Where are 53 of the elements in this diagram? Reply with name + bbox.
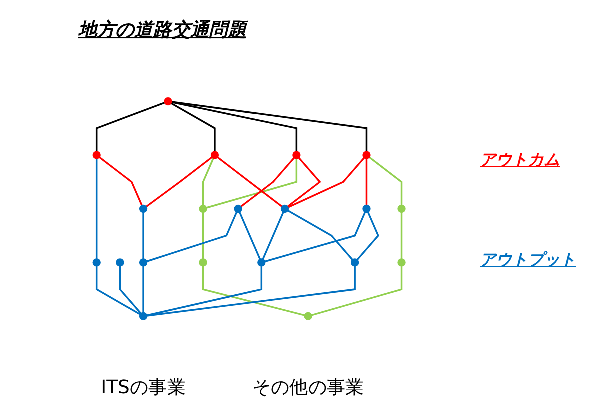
connector (99, 156, 144, 206)
node-circle (351, 258, 360, 267)
node-circle (398, 258, 406, 267)
node-circle (199, 258, 208, 267)
connector (401, 212, 403, 260)
node-circle (398, 204, 406, 214)
connector (171, 102, 216, 152)
connector (146, 156, 213, 208)
connector (172, 101, 368, 152)
connector (202, 212, 204, 260)
connector (147, 266, 356, 317)
connector (146, 212, 238, 262)
connector (288, 210, 354, 261)
connector (142, 266, 145, 313)
connector (264, 212, 366, 263)
connector (366, 158, 368, 206)
connector (120, 266, 142, 314)
connector (262, 212, 285, 260)
node-circle (164, 98, 173, 106)
node-circle (92, 258, 102, 267)
connector (142, 212, 145, 260)
connector (312, 266, 403, 316)
connector (369, 156, 403, 206)
connector (202, 158, 215, 206)
connector (206, 158, 298, 209)
connector (96, 158, 98, 260)
node-circle (140, 204, 148, 214)
connector (240, 157, 296, 208)
connector (239, 212, 262, 260)
node-circle (140, 312, 148, 320)
node-circle (258, 258, 266, 267)
node-circle (140, 258, 148, 267)
connector (146, 266, 263, 316)
connector (172, 101, 298, 152)
node-circle (281, 204, 290, 214)
level-label: アウトカム (480, 150, 560, 171)
connector (217, 156, 283, 208)
node-label: ITSの事業 (101, 376, 186, 398)
node-circle (292, 151, 301, 160)
node-circle (116, 258, 124, 267)
connector (96, 102, 166, 152)
connector (288, 157, 366, 208)
node-circle (92, 151, 102, 160)
connector (202, 266, 306, 316)
node-label: その他の事業 (252, 376, 365, 398)
node-circle (199, 204, 208, 214)
node-circle (362, 151, 372, 160)
level-label: アウトプット (480, 250, 576, 271)
node-circle (362, 204, 372, 214)
node-circle (304, 312, 313, 320)
node-circle (211, 151, 220, 160)
node-circle (234, 204, 243, 214)
connector (96, 266, 142, 316)
